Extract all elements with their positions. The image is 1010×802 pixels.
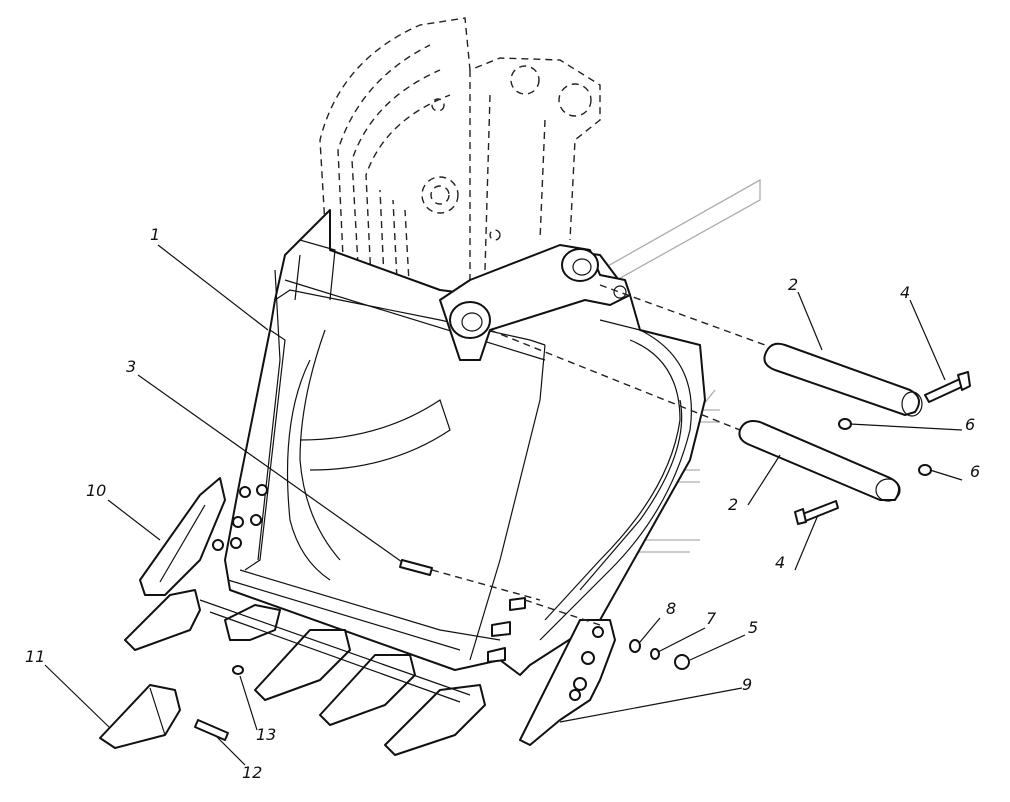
side-bolt-holes [212, 484, 268, 551]
label-2a: 2 [788, 275, 798, 294]
nut-lower [918, 464, 932, 476]
label-4b: 4 [775, 553, 785, 572]
tooth-loose [99, 684, 181, 749]
label-12: 12 [242, 763, 262, 782]
stud-bolt [399, 559, 433, 576]
label-7: 7 [706, 609, 717, 628]
nut-upper [838, 418, 852, 430]
nut-5 [674, 654, 690, 670]
boom-arm-phantom [319, 17, 601, 311]
mounting-brackets [439, 244, 631, 361]
bolt-lower [794, 500, 839, 525]
tooth-pin [194, 719, 229, 741]
right-side-studs [487, 597, 526, 663]
label-2b: 2 [728, 495, 738, 514]
lock-ring [232, 665, 244, 675]
callout-labels: 1 2 2 3 4 4 5 6 6 7 8 9 10 11 12 13 [25, 225, 980, 782]
assembly-lines [431, 284, 766, 626]
label-11: 11 [25, 647, 45, 666]
bolt-upper [924, 371, 971, 403]
pin-upper [763, 342, 923, 417]
bucket-teeth [124, 589, 486, 756]
label-6a: 6 [965, 415, 975, 434]
bucket-body [224, 209, 706, 676]
side-cutter-right [519, 619, 616, 746]
label-6b: 6 [970, 462, 980, 481]
label-5: 5 [748, 618, 758, 637]
label-4a: 4 [900, 283, 910, 302]
spring-washer-7 [650, 648, 660, 660]
label-3: 3 [126, 357, 136, 376]
side-cutter-left [139, 477, 226, 596]
label-10: 10 [86, 481, 106, 500]
label-8: 8 [666, 599, 676, 618]
label-13: 13 [256, 725, 276, 744]
washer-8 [629, 639, 641, 653]
label-1: 1 [150, 225, 160, 244]
leader-lines [44, 244, 963, 766]
pin-lower [738, 420, 901, 502]
label-9: 9 [742, 675, 752, 694]
